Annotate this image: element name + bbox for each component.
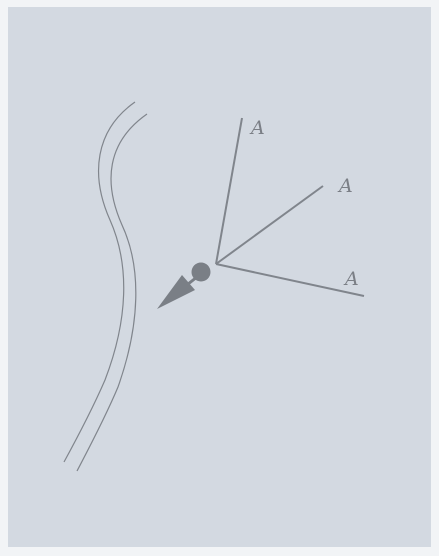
ray-label-lower: A bbox=[343, 268, 359, 290]
ray-label-middle: A bbox=[337, 175, 353, 197]
ray-lower bbox=[215, 263, 365, 297]
boundary-curve-outer bbox=[63, 101, 136, 463]
ray-label-up: A bbox=[249, 117, 265, 139]
arrow-head-icon bbox=[157, 275, 195, 309]
ray-up bbox=[215, 117, 243, 265]
boundary-curve-inner bbox=[76, 113, 148, 472]
center-point-icon bbox=[191, 262, 211, 282]
ray-middle bbox=[215, 185, 324, 265]
diagram-panel bbox=[8, 7, 431, 547]
